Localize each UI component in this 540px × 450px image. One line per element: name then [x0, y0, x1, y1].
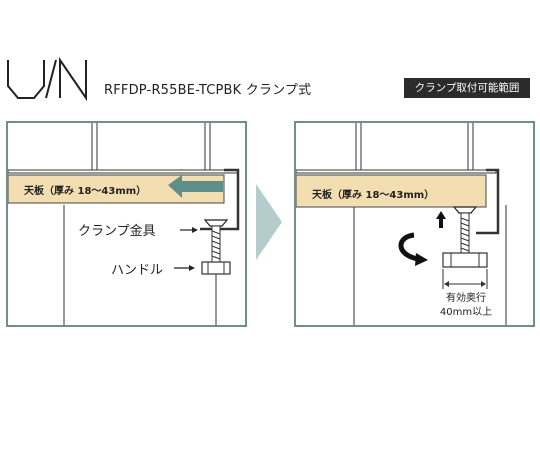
- model-name: RFFDP-R55BE-TCPBK クランプ式: [104, 83, 312, 98]
- handle-label: ハンドル: [111, 263, 164, 278]
- clamp-install-illustration: [8, 123, 240, 325]
- board-thickness-label: 天板（厚み 18～43mm）: [24, 186, 147, 197]
- clamp-range-badge: クランプ取付可能範囲: [404, 78, 530, 98]
- brand-logo: [7, 56, 87, 102]
- clamp-range-panel: 天板（厚み 18～43mm） 有効奥行 40mm以上: [294, 121, 535, 327]
- left-arrow-icon: [168, 175, 223, 198]
- effective-depth-value: 40mm以上: [439, 307, 493, 318]
- up-arrow-icon: [436, 211, 446, 228]
- clamp-range-illustration: [296, 123, 507, 325]
- effective-depth-title: 有効奥行: [446, 293, 486, 304]
- effective-depth-label: 有効奥行 40mm以上: [438, 292, 494, 320]
- clamp-install-panel: 天板（厚み 18～43mm） クランプ金具 ハンドル: [6, 121, 247, 327]
- chevron-right-icon: [256, 184, 282, 260]
- clamp-fitting-label: クランプ金具: [78, 224, 156, 239]
- board-thickness-label: 天板（厚み 18～43mm）: [312, 190, 435, 201]
- rotate-arrow-icon: [398, 232, 428, 266]
